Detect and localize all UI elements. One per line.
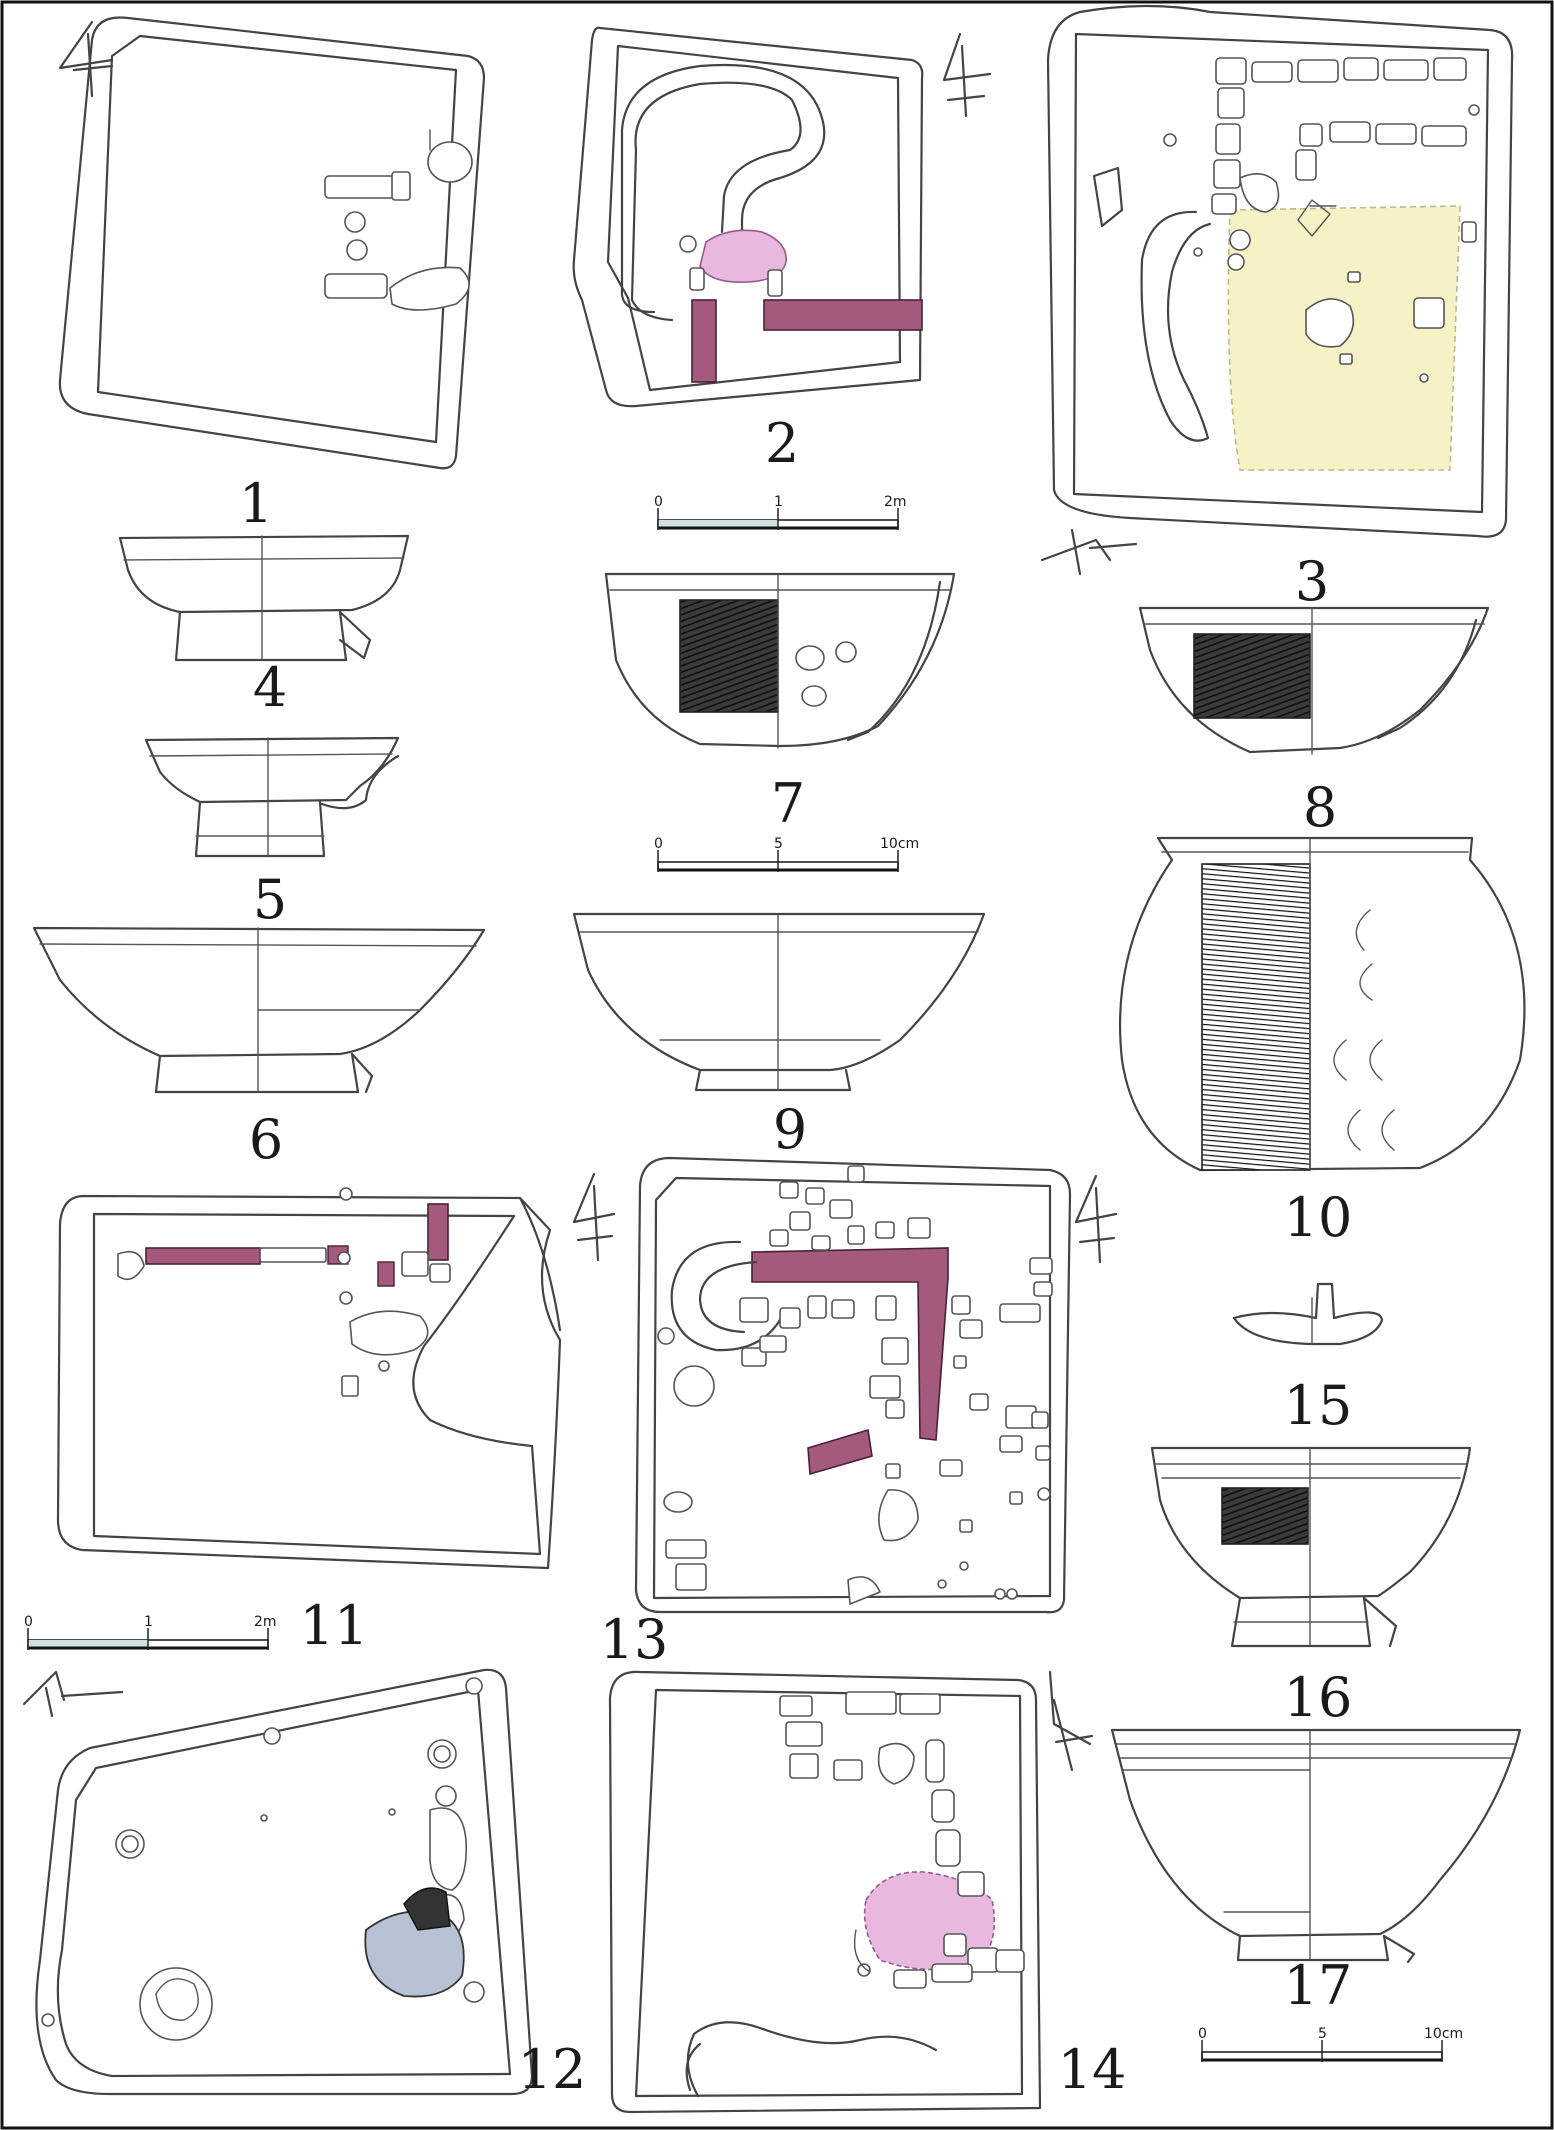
wall-segment (763, 299, 923, 331)
scale-bar-site-a: 0 1 2m (654, 494, 907, 530)
wall-segment (807, 1428, 873, 1476)
north-arrow-icon (1048, 1670, 1094, 1772)
scale-mid: 1 (144, 1614, 153, 1630)
wall-segment (377, 1261, 395, 1287)
vessel-6 (32, 926, 486, 1094)
site-plan-2 (572, 26, 992, 408)
scale-zero: 0 (1198, 2026, 1207, 2042)
scale-mid: 1 (774, 494, 783, 510)
figure-number-3: 3 (1295, 550, 1329, 613)
figure-number-17: 17 (1284, 1954, 1353, 2017)
site-plan-14 (608, 1670, 1042, 2114)
north-arrow-icon (22, 1670, 124, 1718)
vessel-5 (144, 736, 400, 858)
site-plan-3 (1040, 4, 1514, 576)
figure-number-8: 8 (1303, 776, 1337, 839)
north-arrow-icon (572, 1172, 616, 1262)
vessel-16 (1150, 1446, 1472, 1648)
figure-number-12: 12 (518, 2038, 587, 2101)
scale-end: 10cm (1424, 2026, 1463, 2042)
scale-bar-site-b: 0 1 2m (24, 1614, 277, 1650)
figure-number-15: 15 (1284, 1374, 1353, 1437)
vessel-4 (118, 534, 410, 662)
scale-mid: 5 (774, 836, 783, 852)
hearth (699, 229, 787, 283)
figure-number-9: 9 (773, 1098, 807, 1161)
figure-number-11: 11 (300, 1594, 369, 1657)
north-arrow-icon (58, 20, 114, 98)
vessel-7 (604, 572, 956, 749)
site-plan-13 (634, 1156, 1072, 1614)
figure-number-6: 6 (249, 1108, 283, 1171)
vessel-8 (1138, 606, 1490, 755)
cord-mark-section (1201, 863, 1311, 1171)
wall-segment (691, 299, 717, 383)
scale-zero: 0 (654, 494, 663, 510)
figure-number-1: 1 (239, 472, 273, 535)
wall-segment (145, 1247, 261, 1265)
vessel-17 (1110, 1728, 1522, 1964)
scale-bar-vessel-b: 0 5 10cm (1198, 2026, 1463, 2062)
figure-number-14: 14 (1058, 2038, 1127, 2101)
scale-end: 2m (884, 494, 907, 510)
north-arrow-icon (1040, 528, 1138, 576)
scale-zero: 0 (24, 1614, 33, 1630)
figure-number-16: 16 (1284, 1666, 1353, 1729)
scale-zero: 0 (654, 836, 663, 852)
north-arrow-icon (942, 32, 992, 118)
vessel-9 (572, 912, 986, 1092)
wall-segment (427, 1203, 449, 1261)
figure-number-2: 2 (765, 412, 799, 475)
scale-bar-vessel-a: 0 5 10cm (654, 836, 919, 872)
scale-end: 10cm (880, 836, 919, 852)
scale-mid: 5 (1318, 2026, 1327, 2042)
scale-end: 2m (254, 1614, 277, 1630)
vessel-15 (1232, 1282, 1384, 1346)
figure-number-10: 10 (1284, 1186, 1353, 1249)
site-plan-11 (56, 1187, 562, 1570)
site-plan-12 (35, 1668, 534, 2096)
figure-number-4: 4 (253, 656, 287, 719)
wall-corner (751, 1247, 949, 1441)
figure-number-13: 13 (600, 1608, 669, 1671)
figure-number-7: 7 (771, 772, 805, 835)
site-plan-1 (58, 16, 486, 470)
north-arrow-icon (1074, 1174, 1118, 1264)
vessel-10 (1119, 836, 1526, 1172)
figure-number-5: 5 (253, 868, 287, 931)
